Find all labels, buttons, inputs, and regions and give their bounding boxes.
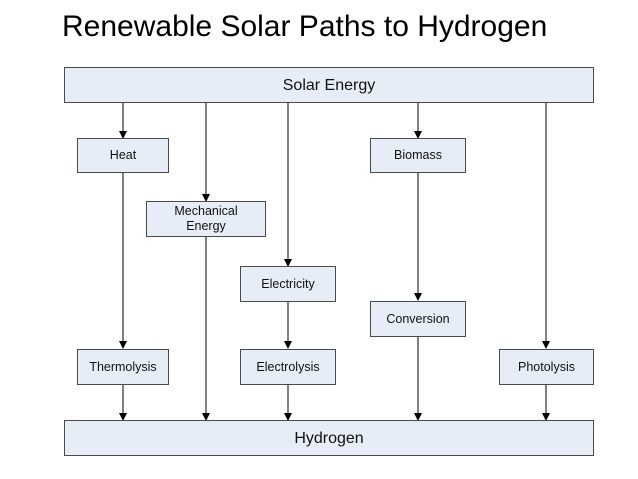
node-conversion: Conversion	[370, 301, 466, 337]
node-mechanical-label-line2: Energy	[186, 219, 226, 233]
node-electrolysis-label: Electrolysis	[256, 359, 320, 374]
node-photolysis-label: Photolysis	[518, 359, 575, 374]
node-heat: Heat	[77, 138, 169, 173]
node-photolysis: Photolysis	[499, 349, 594, 385]
node-electrolysis: Electrolysis	[240, 349, 336, 385]
node-heat-label: Heat	[109, 148, 137, 162]
node-hydrogen: Hydrogen	[64, 420, 594, 456]
node-electricity-label: Electricity	[261, 276, 315, 291]
node-biomass: Biomass	[370, 138, 466, 173]
node-electricity: Electricity	[240, 266, 336, 302]
diagram-title: Renewable Solar Paths to Hydrogen	[62, 10, 548, 43]
node-solar-energy-label: Solar Energy	[282, 76, 376, 94]
node-mechanical-energy: Mechanical Energy	[146, 201, 266, 237]
node-conversion-label: Conversion	[386, 311, 450, 326]
node-mechanical-label-line1: Mechanical	[174, 204, 238, 218]
node-biomass-label: Biomass	[394, 148, 442, 162]
node-thermolysis: Thermolysis	[77, 349, 169, 385]
node-solar-energy: Solar Energy	[64, 67, 594, 103]
node-hydrogen-label: Hydrogen	[294, 429, 364, 447]
node-thermolysis-label: Thermolysis	[89, 359, 157, 374]
